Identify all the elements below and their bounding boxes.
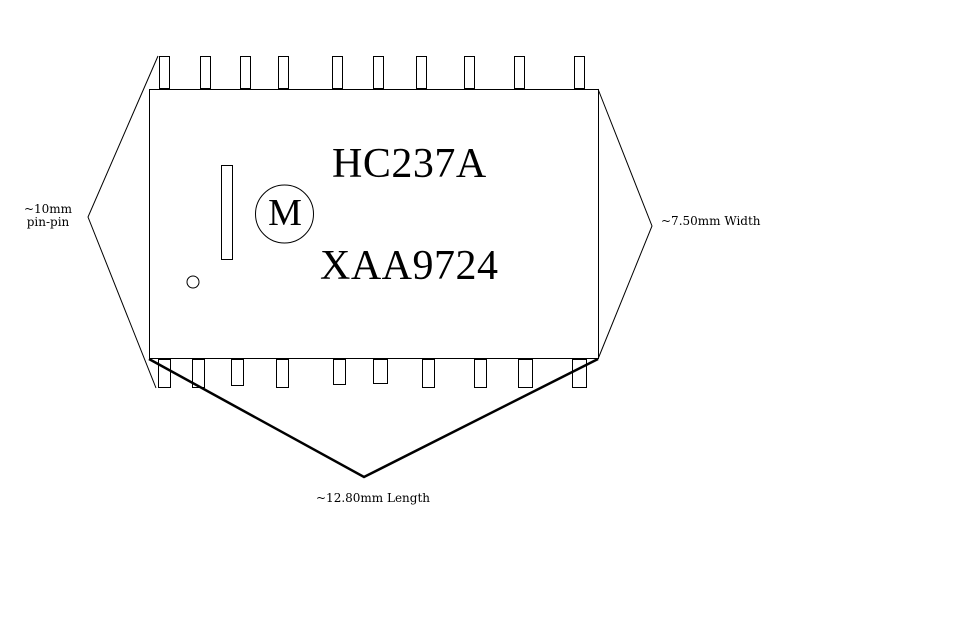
logo-letter: M [268,192,302,234]
bottom-pin [158,359,171,388]
bottom-pin [422,359,435,388]
bottom-pin [518,359,533,388]
top-pin [278,56,289,89]
width-dimension-line [597,88,653,360]
top-pin [574,56,585,89]
top-pin [200,56,211,89]
top-pin [332,56,343,89]
chip-body [149,89,599,359]
top-pin [514,56,525,89]
lot-code: XAA9724 [320,243,499,289]
bottom-pin [373,359,388,384]
top-pins [159,56,585,89]
bottom-pin [276,359,289,388]
width-label: ~7.50mm Width [661,214,761,228]
bottom-pin [231,359,244,386]
pin-pitch-dimension-line [87,55,159,389]
bottom-pin [333,359,346,385]
bottom-pin [474,359,487,388]
pin-pitch-label: ~10mm pin-pin [22,203,74,229]
bottom-pins [158,359,587,388]
length-dimension-line [148,357,599,479]
top-pin [159,56,170,89]
top-pin [416,56,427,89]
top-pin [240,56,251,89]
logo-circle [255,184,314,244]
top-pin [464,56,475,89]
pin-pitch-unit: pin-pin [26,215,70,229]
part-number: HC237A [332,141,487,187]
length-label: ~12.80mm Length [316,491,431,505]
top-pin [373,56,384,89]
pin-pitch-value: ~10mm [23,202,73,216]
pin1-dot [186,275,200,289]
bottom-pin [572,359,587,388]
orientation-bar [221,165,233,260]
